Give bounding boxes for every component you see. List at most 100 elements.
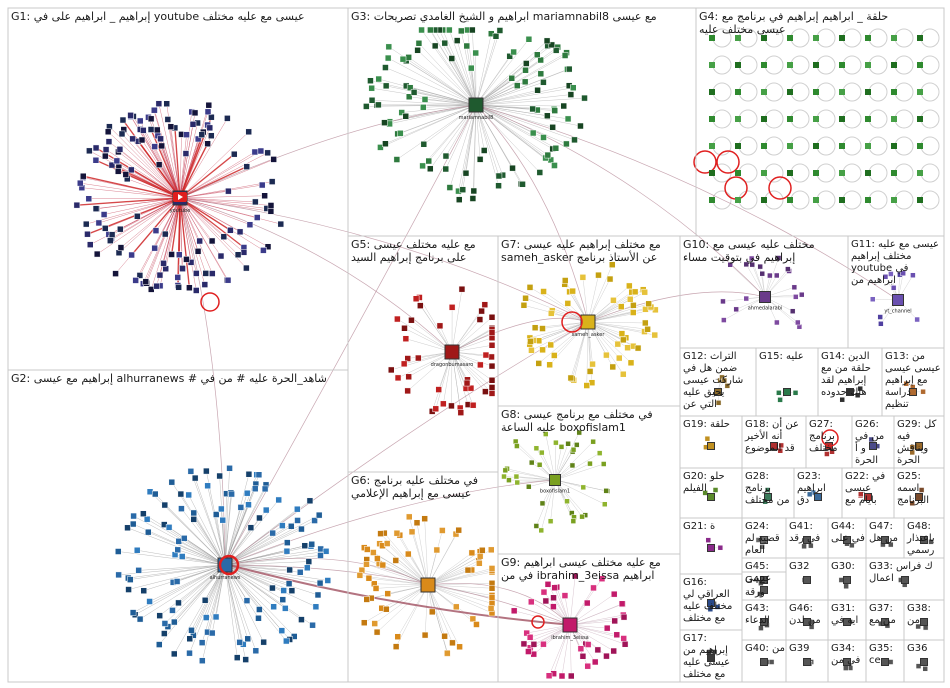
node-g8 [506,478,511,483]
node-g1 [168,124,174,130]
node-g5 [459,286,465,292]
node-g1 [119,131,125,137]
node-g8 [534,523,539,528]
node-g5 [482,389,488,395]
node-g4 [865,197,871,203]
hub-node-g23 [815,494,822,501]
node-g6 [383,606,389,612]
node-g3 [442,40,448,46]
node-g1 [235,252,241,258]
node-g3 [447,185,453,191]
node-g2 [280,597,286,603]
node-g4 [761,143,767,149]
node-g2 [262,486,268,492]
node-g5 [489,342,495,348]
node-g13 [921,389,926,394]
node-g4 [787,170,793,176]
node-g3 [577,123,583,129]
node-g6 [439,527,445,533]
node-g2 [144,516,150,522]
node-g2 [245,636,251,642]
node-g2 [152,491,158,497]
node-g2 [318,546,324,552]
node-g1 [269,179,275,185]
node-g3 [541,134,547,140]
node-g1 [260,247,266,253]
node-g4 [735,89,741,95]
hub-node-g38 [921,619,928,626]
node-g3 [568,92,574,98]
node-g4 [865,170,871,176]
node-g6 [442,633,448,639]
node-g3 [493,33,499,39]
node-g7 [590,361,596,367]
node-g7 [540,326,546,332]
node-g2 [186,492,192,498]
node-g4 [813,143,819,149]
node-g7 [587,368,593,374]
group-label-g39: G39 [789,643,809,654]
node-g2 [270,530,276,536]
node-g9 [603,653,609,659]
node-g2 [310,622,316,628]
node-g1 [208,114,214,120]
node-g6 [363,561,369,567]
node-g6 [405,551,411,557]
node-g4 [865,62,871,68]
node-g2 [281,588,287,594]
node-g3 [397,130,403,136]
node-g10 [767,273,772,278]
node-g4 [865,143,871,149]
node-g8 [602,502,607,507]
node-g9 [611,648,617,654]
node-g1 [252,199,258,205]
node-g8 [513,439,518,444]
node-g8 [537,462,542,467]
node-g4 [761,197,767,203]
group-label-g45: G45:عيسى [745,561,771,584]
node-g2 [304,565,310,571]
node-g9 [551,595,557,601]
node-g3 [496,183,502,189]
node-g6 [469,550,475,556]
node-g1 [83,221,89,227]
node-g5 [449,304,455,310]
node-g6 [357,572,363,578]
node-g3 [535,87,541,93]
node-g2 [229,491,235,497]
node-g5 [477,362,483,368]
node-g2 [294,506,300,512]
group-label-g48: G48:باعتذاررسمي [906,521,935,556]
node-g1 [165,116,171,122]
hub-node-g26 [870,443,877,450]
node-g1 [86,148,92,154]
hub-label-g11: yt_channel [884,309,911,315]
group-label-g32: G32 [789,561,809,572]
node-g10 [760,271,765,276]
node-g9 [528,599,534,605]
node-g2 [157,613,163,619]
node-g8 [503,468,508,473]
node-g41 [802,544,807,549]
node-g3 [419,27,425,33]
group-label-g5: G5: مع عليه مختلف عيسىعلى برنامج إبراهيم… [351,238,476,264]
node-g21 [706,538,711,543]
hub-node-g40 [761,659,768,666]
node-g1 [225,277,231,283]
node-g8 [514,444,519,449]
node-g1 [156,101,162,107]
node-g1 [262,193,268,199]
node-g5 [464,380,470,386]
node-g4 [787,35,793,41]
node-g9 [595,647,601,653]
group-label-g10: G10: مختلف عليه عيسى معإبراهيم في بتوقيت… [683,238,815,264]
node-g1 [247,222,253,228]
node-g9 [511,608,517,614]
node-g1 [77,180,83,186]
node-g7 [565,300,571,306]
node-g8 [553,440,558,445]
node-g5 [401,361,407,367]
hub-label-g9: ibrahim_3eissa [551,635,589,641]
node-g3 [522,79,528,85]
node-g4 [839,197,845,203]
